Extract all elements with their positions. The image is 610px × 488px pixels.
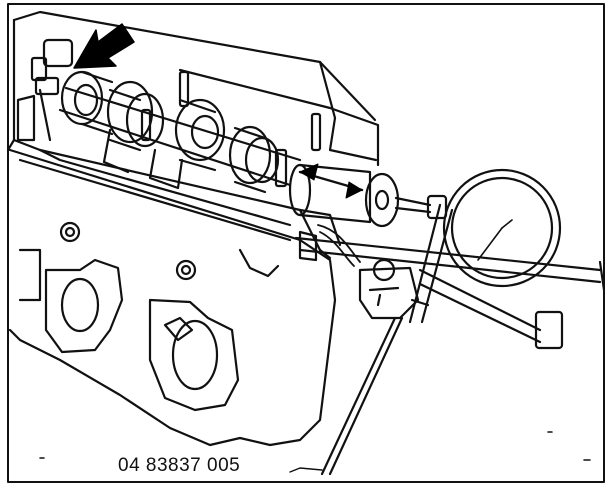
gauge-fixture — [288, 163, 606, 476]
exhaust-ports — [18, 221, 280, 412]
indicator-arrows — [73, 23, 364, 199]
solid-pointer-arrow — [73, 23, 135, 69]
part-number-label: 04 83837 005 — [118, 455, 241, 476]
frame — [7, 3, 605, 483]
end-fittings — [16, 38, 74, 142]
cylinder-head — [6, 10, 380, 447]
camshaft — [58, 70, 322, 194]
